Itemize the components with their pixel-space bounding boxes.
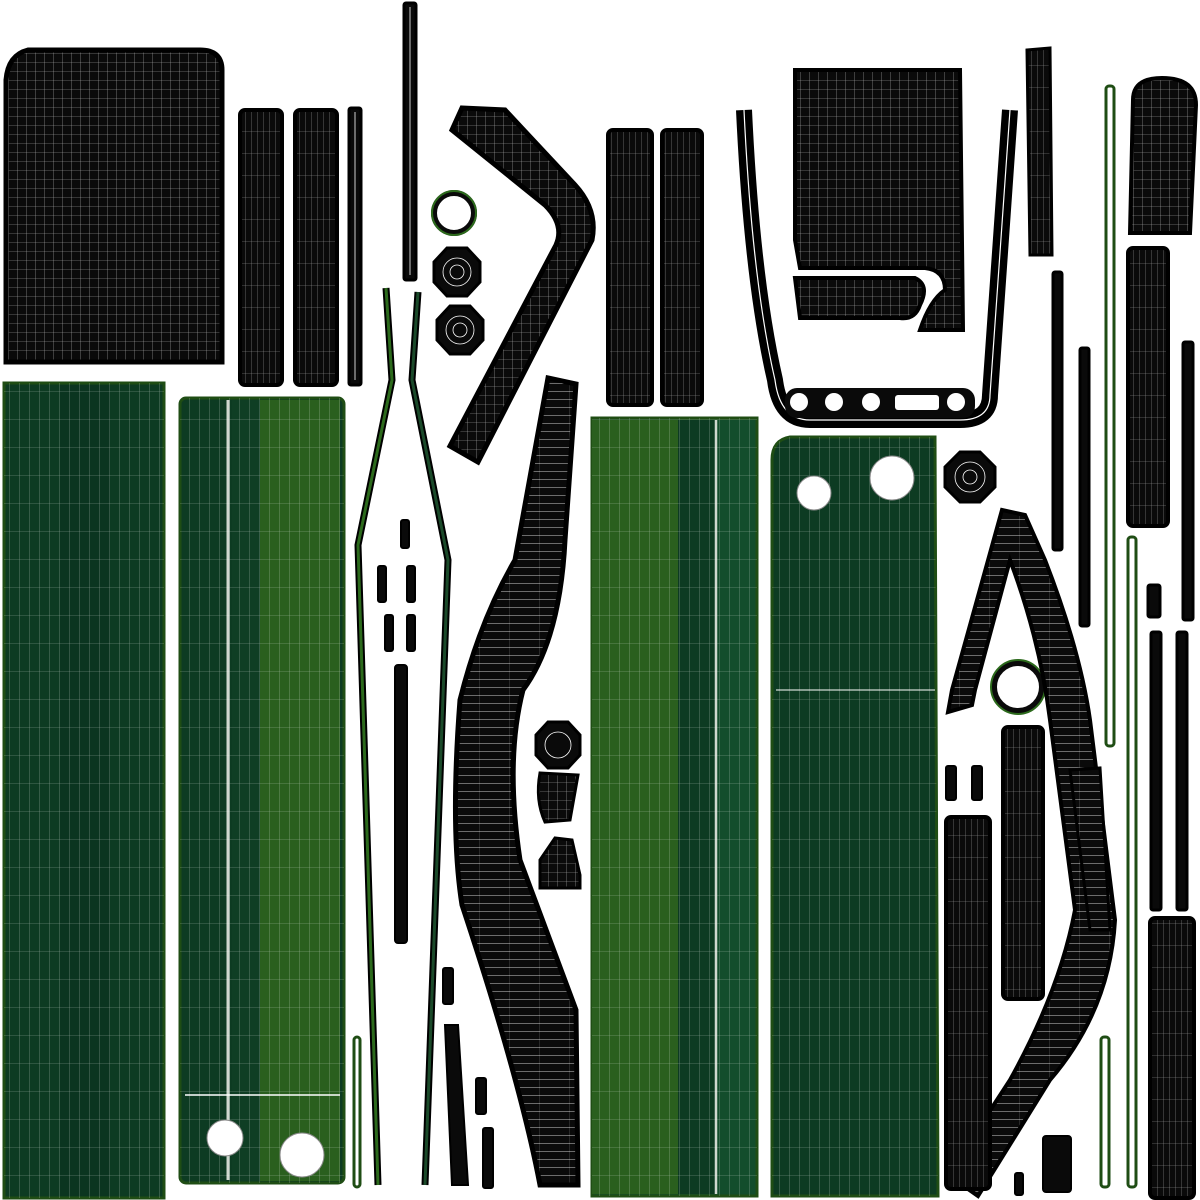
uv-shell-thin-rod-1 <box>347 106 363 387</box>
uv-hole-2 <box>279 1132 325 1178</box>
uv-shell-green-rod-1 <box>1104 84 1116 748</box>
uv-shell-green-panel-3 <box>590 416 759 1198</box>
uv-shell-green-rod-4 <box>1099 1035 1111 1189</box>
uv-shell-green-rod-3 <box>352 1035 362 1189</box>
uv-shell-tube-4 <box>660 128 704 407</box>
uv-shell-octagon-4 <box>943 450 997 504</box>
uv-shell-green-strip-bent-1 <box>354 287 396 1186</box>
uv-shell-tube-3 <box>606 128 654 407</box>
uv-shell-clips-group-2 <box>945 765 1072 1196</box>
uv-shell-bent-arm <box>446 105 596 466</box>
uv-shell-wedge-1 <box>536 771 580 824</box>
uv-shell-tube-6 <box>1001 725 1045 1001</box>
uv-shell-thin-rod-2 <box>402 1 418 282</box>
uv-shell-octagon-1 <box>432 246 482 298</box>
uv-shell-green-panel-1 <box>2 381 166 1200</box>
uv-shell-top-left-panel <box>3 47 225 365</box>
uv-hole-3 <box>796 475 832 511</box>
uv-shell-u-frame <box>736 109 1018 428</box>
uv-shell-seat-block <box>792 68 966 332</box>
uv-shell-bent-leg <box>945 507 1118 1199</box>
uv-shell-cap <box>1127 75 1199 235</box>
uv-shell-green-rod-2 <box>1126 535 1138 1189</box>
uv-shell-wedge-2 <box>538 836 582 890</box>
uv-shell-clips-group-1 <box>377 519 494 1189</box>
uv-shell-octagon-3 <box>534 720 582 770</box>
uv-hole-4 <box>869 455 915 501</box>
uv-shell-circle-ring <box>431 190 477 236</box>
uv-shell-tube-7 <box>944 815 992 1191</box>
uv-shell-tube-5 <box>1126 246 1170 528</box>
uv-shell-slanted-strip <box>1025 46 1054 257</box>
uv-hole-1 <box>206 1119 244 1157</box>
uv-shell-octagon-2 <box>435 304 485 356</box>
uv-shell-green-panel-4 <box>770 435 940 1198</box>
uv-shell-tube-8 <box>1148 916 1196 1200</box>
uv-shell-long-runner <box>452 375 581 1188</box>
uv-shell-green-panel-2 <box>178 396 346 1185</box>
uv-shell-tube-2 <box>293 108 339 387</box>
uv-shell-right-thin-rods <box>1051 270 1195 912</box>
uv-shell-green-strip-bent-2 <box>408 291 452 1186</box>
uv-shell-tube-1 <box>238 108 284 387</box>
uv-shell-circle-ring-2 <box>990 659 1046 715</box>
